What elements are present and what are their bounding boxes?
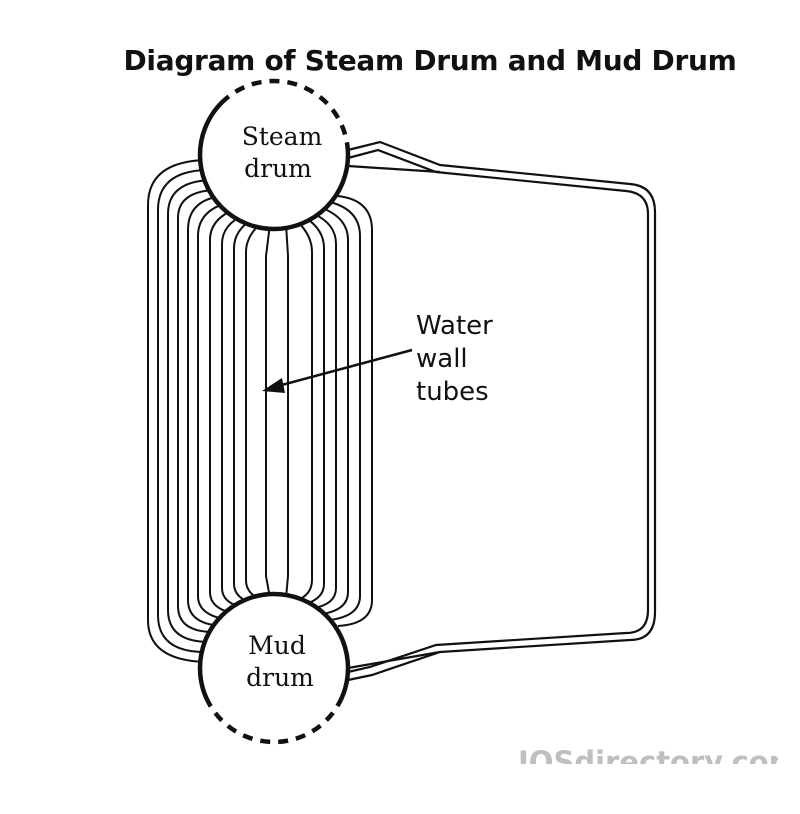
water-wall-label-line3: tubes <box>416 377 489 407</box>
diagram-title: Diagram of Steam Drum and Mud Drum <box>123 44 737 77</box>
water-wall-tubes <box>187 195 373 627</box>
water-wall-tubes-label: Water wall tubes <box>416 311 493 407</box>
water-wall-label-line2: wall <box>416 344 468 374</box>
outer-tube-loop <box>347 140 657 682</box>
watermark: IQSdirectory.com <box>518 745 778 764</box>
mud-drum-label-line1: Mud <box>248 631 306 660</box>
left-tube-loops <box>147 159 215 663</box>
steam-drum-label-line1: Steam <box>242 122 323 151</box>
mud-drum-label-line2: drum <box>246 663 314 692</box>
mud-drum: Mud drum <box>197 591 351 745</box>
water-wall-arrow <box>262 348 413 393</box>
water-wall-label-line1: Water <box>416 311 493 341</box>
steam-drum-label-line2: drum <box>244 154 312 183</box>
steam-drum: Steam drum <box>197 78 351 232</box>
